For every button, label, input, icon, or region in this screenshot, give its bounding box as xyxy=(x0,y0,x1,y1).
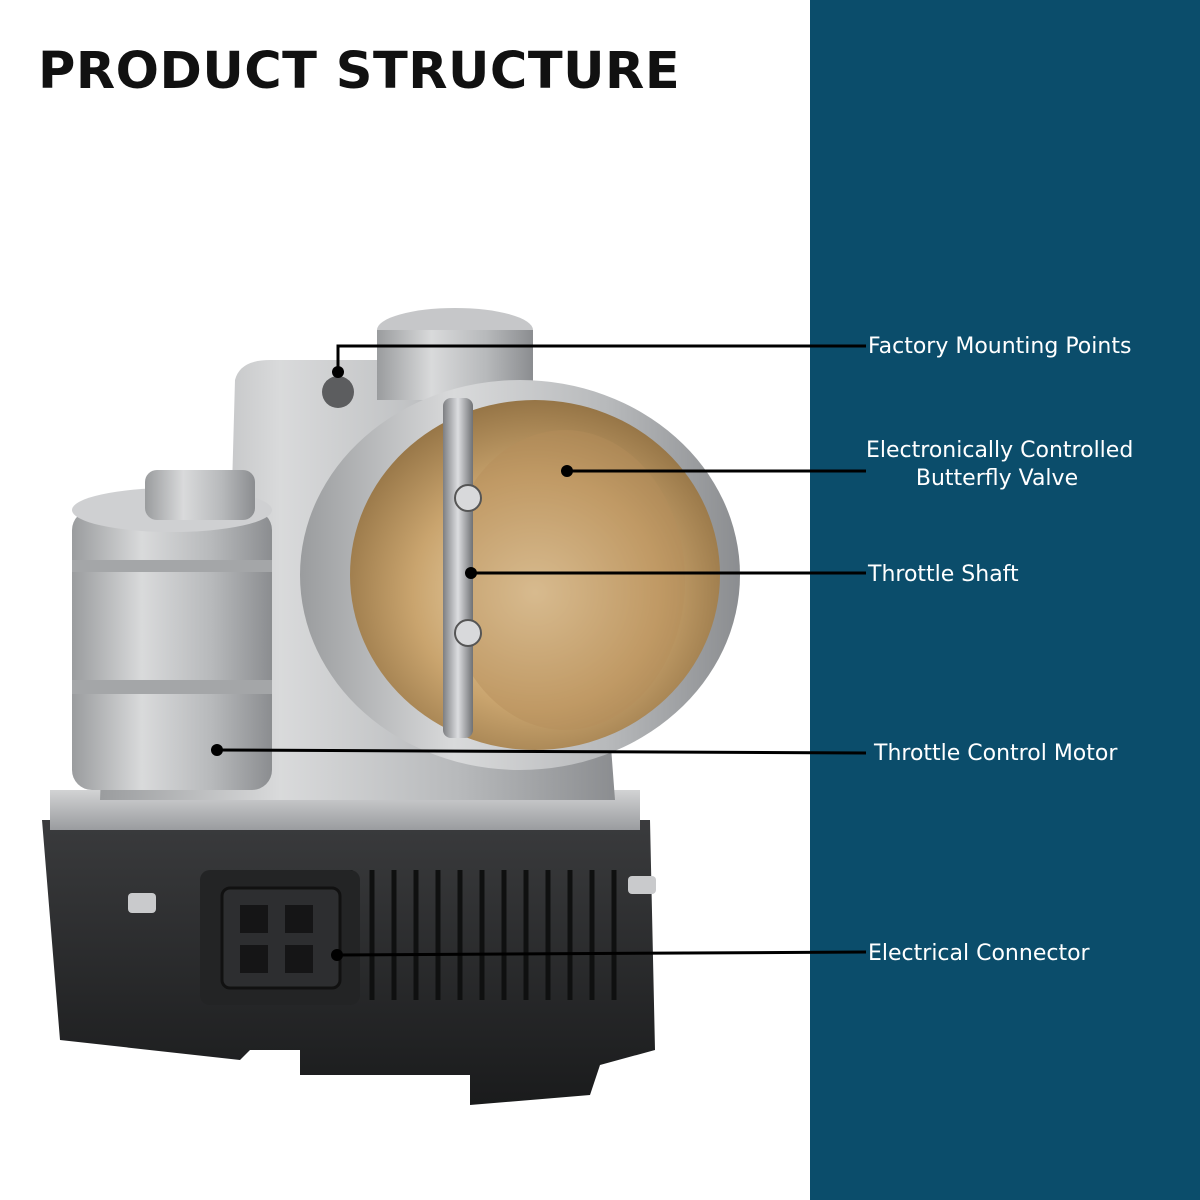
label-butterfly-valve-line2: Butterfly Valve xyxy=(915,466,1079,491)
label-electrical-connector: Electrical Connector xyxy=(868,941,1090,966)
right-panel xyxy=(810,0,1200,1200)
leader-line-motor xyxy=(216,748,867,755)
connector-housing xyxy=(200,870,360,1005)
mounting-hole xyxy=(322,376,354,408)
leader-dots xyxy=(211,366,573,961)
label-throttle-control-motor: Throttle Control Motor xyxy=(874,741,1118,766)
throttle-bore xyxy=(300,380,740,770)
label-butterfly-valve: Electronically Controlled Butterfly Valv… xyxy=(866,437,1134,493)
label-throttle-shaft: Throttle Shaft xyxy=(868,562,1019,587)
motor-housing xyxy=(72,470,272,790)
label-factory-mounting-points: Factory Mounting Points xyxy=(868,334,1132,359)
page-title: PRODUCT STRUCTURE xyxy=(38,42,681,101)
leader-lines xyxy=(216,344,867,957)
throttle-shaft-graphic xyxy=(443,398,482,738)
leader-line-connector xyxy=(336,950,867,957)
leader-line-mounting xyxy=(336,344,866,372)
label-butterfly-valve-line1: Electronically Controlled xyxy=(866,438,1134,463)
